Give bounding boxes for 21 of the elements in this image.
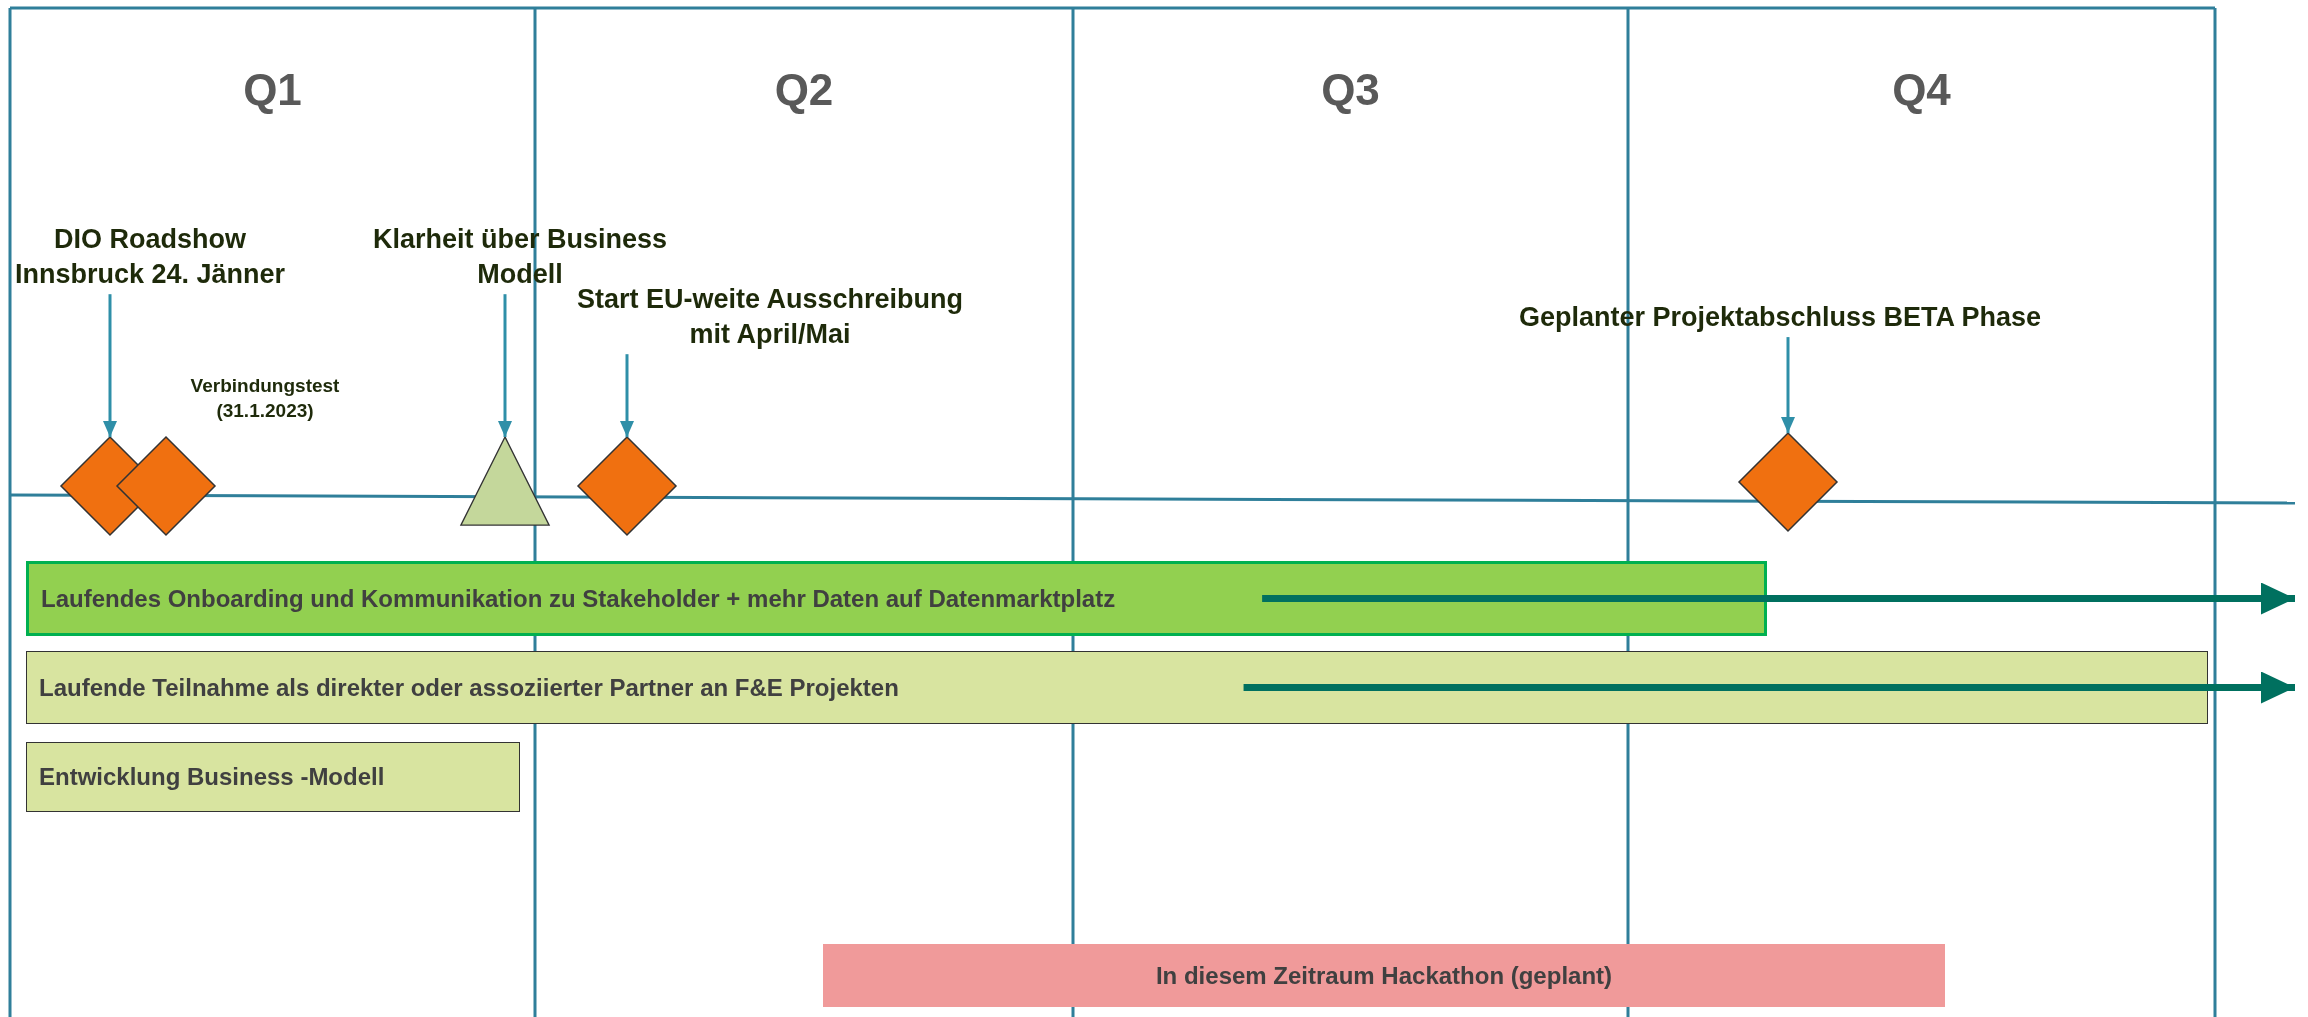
quarter-heading: Q1 <box>242 65 303 115</box>
arrow <box>620 354 634 437</box>
bar-label: Laufendes Onboarding und Kommunikation zu Stakeholder + mehr Daten auf Datenmarktplatz <box>41 584 1116 613</box>
arrow <box>1262 582 2295 615</box>
bar-label: Laufende Teilnahme als direkter oder assoziierter Partner an F&E Projekten <box>39 673 899 702</box>
quarter-heading: Q4 <box>1891 65 1952 115</box>
quarter-heading: Q3 <box>1320 65 1381 115</box>
milestone-label: Start EU-weite Ausschreibung mit April/Mai <box>560 282 980 353</box>
quarter-heading: Q2 <box>773 65 835 115</box>
arrow <box>103 294 117 437</box>
activity-bar <box>26 651 2208 724</box>
milestone-label: DIO Roadshow Innsbruck 24. Jänner <box>0 222 300 293</box>
activity-bar <box>26 561 1767 636</box>
bar-label: Entwicklung Business -Modell <box>39 763 385 791</box>
arrow <box>498 294 512 437</box>
arrow <box>1781 337 1795 433</box>
bar-label: In diesem Zeitraum Hackathon (geplant) <box>1155 961 1613 990</box>
activity-bar <box>26 742 520 812</box>
arrow <box>1243 671 2295 704</box>
milestone-note: Verbindungstest (31.1.2023) <box>189 374 341 423</box>
activity-bar <box>823 944 1945 1007</box>
